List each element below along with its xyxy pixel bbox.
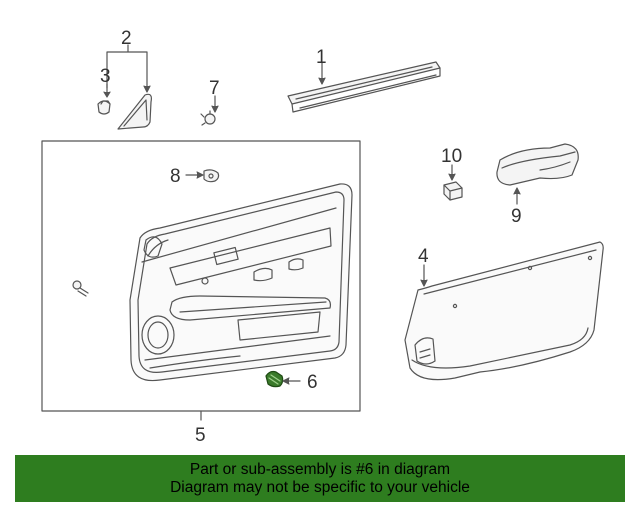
quarter-panel-part-4 <box>404 241 604 381</box>
callout-7: 7 <box>209 78 220 99</box>
clip-part-3 <box>97 100 111 115</box>
weatherstrip-part-1 <box>287 61 441 113</box>
callout-8: 8 <box>170 166 181 187</box>
callout-2: 2 <box>121 28 132 49</box>
callout-10: 10 <box>441 146 462 167</box>
screw <box>72 280 89 297</box>
mirror-cover-part-2 <box>117 93 152 130</box>
callout-2-bracket <box>106 44 148 89</box>
callout-3: 3 <box>100 66 111 87</box>
callout-6: 6 <box>307 372 318 393</box>
clip-part-8 <box>203 169 220 183</box>
banner-line-1: Part or sub-assembly is #6 in diagram <box>189 461 451 478</box>
callout-4: 4 <box>418 246 429 267</box>
door-panel-part-5 <box>129 183 353 382</box>
callout-5: 5 <box>195 425 206 446</box>
clip-part-7 <box>200 110 216 126</box>
banner-line-2: Diagram may not be specific to your vehi… <box>170 479 470 496</box>
armrest-part-9 <box>496 143 579 186</box>
info-banner: Part or sub-assembly is #6 in diagram Di… <box>15 455 625 502</box>
callout-9: 9 <box>511 206 522 227</box>
clip-part-6 <box>265 370 284 388</box>
clip-part-10 <box>443 181 463 201</box>
callout-1: 1 <box>316 47 327 68</box>
